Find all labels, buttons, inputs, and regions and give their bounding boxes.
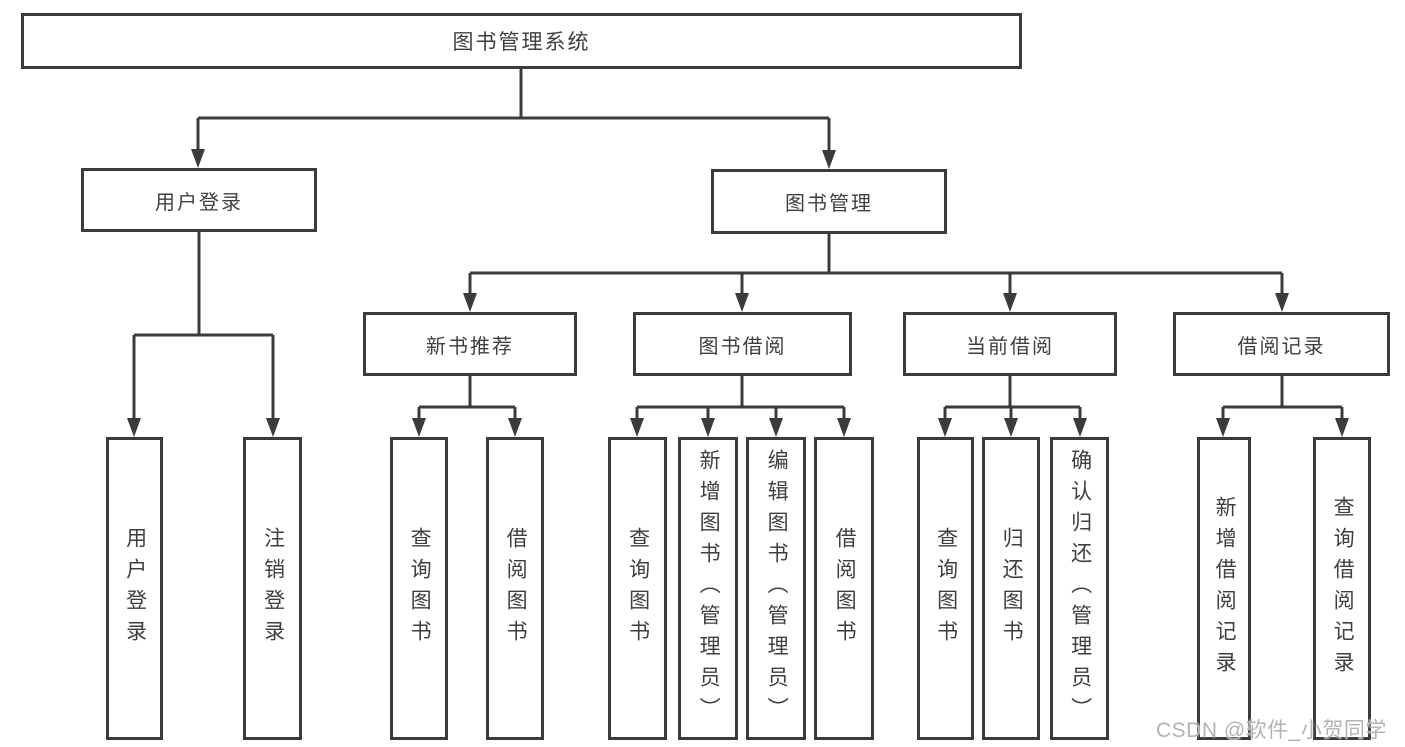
node-current-borrowing-label: 当前借阅 xyxy=(966,335,1054,358)
node-book-borrowing: 图书借阅 xyxy=(633,312,852,376)
leaf-user-login: 用户登录 xyxy=(106,437,163,740)
node-system-root: 图书管理系统 xyxy=(21,13,1022,69)
node-new-book-recommend-label: 新书推荐 xyxy=(426,335,514,358)
node-user-login: 用户登录 xyxy=(81,168,317,232)
leaf-borrow-books: 借阅图书 xyxy=(814,437,874,740)
leaf-borrow-books-recommend: 借阅图书 xyxy=(486,437,544,740)
node-book-management: 图书管理 xyxy=(711,169,947,234)
node-user-login-label: 用户登录 xyxy=(155,191,243,214)
node-new-book-recommend: 新书推荐 xyxy=(363,312,577,376)
leaf-query-books-borrowing: 查询图书 xyxy=(608,437,667,740)
node-borrowing-records: 借阅记录 xyxy=(1173,312,1390,376)
leaf-query-books-current: 查询图书 xyxy=(917,437,974,740)
leaf-return-books: 归还图书 xyxy=(982,437,1040,740)
node-book-borrowing-label: 图书借阅 xyxy=(698,335,787,358)
node-current-borrowing: 当前借阅 xyxy=(903,312,1117,376)
leaf-query-books-recommend: 查询图书 xyxy=(390,437,448,740)
csdn-watermark: CSDN @软件_小贺同学 xyxy=(1156,719,1387,742)
node-book-management-label: 图书管理 xyxy=(785,193,873,215)
node-borrowing-records-label: 借阅记录 xyxy=(1237,335,1326,358)
leaf-logout: 注销登录 xyxy=(243,437,302,740)
node-system-root-label: 图书管理系统 xyxy=(452,31,591,54)
leaf-confirm-return-admin: 确认归还（管理员） xyxy=(1050,437,1109,740)
leaf-query-borrow-record: 查询借阅记录 xyxy=(1313,437,1371,740)
leaf-add-books-admin: 新增图书（管理员） xyxy=(678,437,738,740)
leaf-edit-books-admin: 编辑图书（管理员） xyxy=(746,437,806,740)
leaf-add-borrow-record: 新增借阅记录 xyxy=(1197,437,1251,740)
arrowheads xyxy=(127,149,1349,437)
